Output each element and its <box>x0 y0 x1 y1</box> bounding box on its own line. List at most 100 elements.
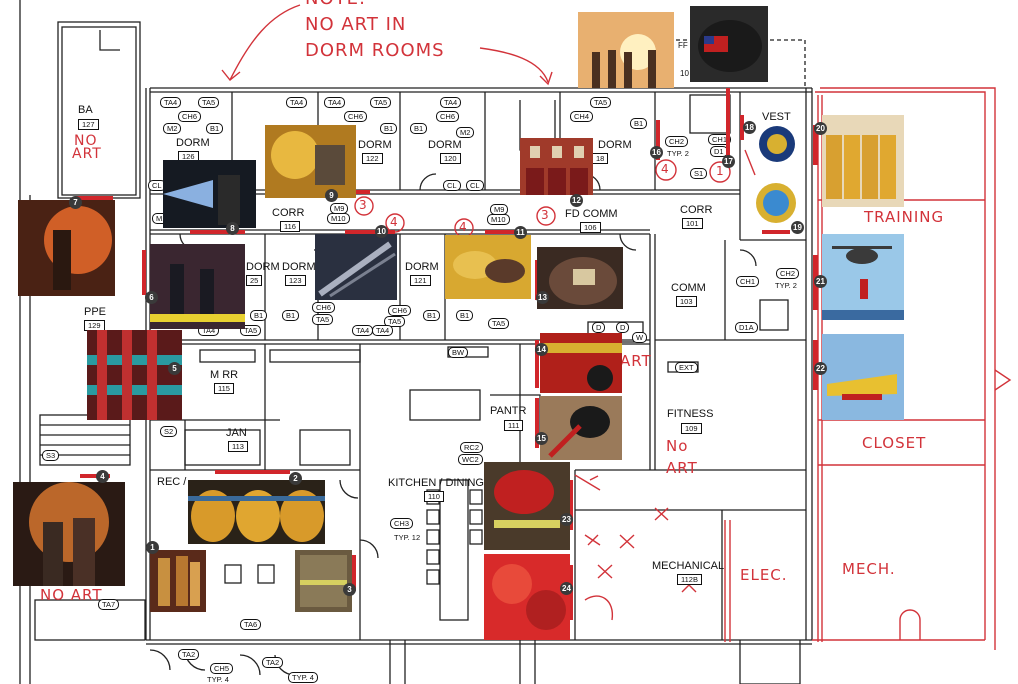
artwork-24-rolled-hoses[interactable] <box>484 554 570 640</box>
artwork-13-e23-helmet[interactable] <box>537 247 623 309</box>
art-placement-bar <box>75 196 113 200</box>
room-number-corr-116: 116 <box>280 221 300 232</box>
artwork-number-badge: 23 <box>560 513 573 526</box>
room-number-dorm-121: 121 <box>410 275 431 286</box>
tag-ch1: CH1 <box>736 276 760 287</box>
tag-ta4: TA4 <box>372 325 394 336</box>
tag-w: W <box>632 332 648 343</box>
artwork-4-firefighters-in-smoke[interactable] <box>13 482 125 586</box>
tag-d: D <box>592 322 606 333</box>
room-number-mechanical: 112B <box>677 574 702 585</box>
tag-typ4: TYP. 4 <box>207 675 229 684</box>
tag-m10: M10 <box>327 213 350 224</box>
artwork-12-brick-fire-station[interactable] <box>520 138 593 195</box>
room-number-mrr: 115 <box>214 383 234 394</box>
room-number-dorm-122: 122 <box>362 153 383 164</box>
tag-ta4: TA4 <box>160 97 182 108</box>
artwork-20-turnout-row[interactable] <box>822 115 904 207</box>
tag-d: D <box>616 322 630 333</box>
label-closet: CLOSET <box>862 434 927 452</box>
artwork-number-badge: 2 <box>289 472 302 485</box>
room-number-dorm-125: 25 <box>246 275 263 286</box>
room-number-jan: 113 <box>228 441 248 452</box>
art-placement-bar <box>726 88 730 163</box>
tag-ta4: TA4 <box>324 97 346 108</box>
artwork-6-firefighters-at-scene[interactable] <box>150 244 245 329</box>
artwork-2-yellow-helmets[interactable] <box>188 480 325 544</box>
artwork-number-badge: 20 <box>814 122 827 135</box>
artwork-7-firefighter-in-flames[interactable] <box>18 200 115 296</box>
artwork-1-brass-nozzle[interactable] <box>150 550 206 612</box>
artwork-22-water-bomber[interactable] <box>822 334 904 420</box>
circled-number: 4 <box>459 220 468 234</box>
artwork-number-badge: 9 <box>325 189 338 202</box>
tag-typ12: TYP. 12 <box>394 533 421 542</box>
tag-ch4: CH4 <box>570 111 594 122</box>
tag-ta2: TA2 <box>262 657 284 668</box>
artwork-9-hose-and-gloves[interactable] <box>265 125 356 198</box>
circled-number: 1 <box>716 164 725 178</box>
room-label-fitness: FITNESS <box>667 408 714 420</box>
artwork-23-red-helmet-and-gear[interactable] <box>484 462 570 550</box>
art-placement-bar <box>352 555 356 591</box>
label-training: TRAINING <box>864 208 945 226</box>
tag-b1: B1 <box>423 310 441 321</box>
artwork-21-helicopter-rescue[interactable] <box>822 234 904 320</box>
tag-b1: B1 <box>250 310 268 321</box>
tag-s2: S2 <box>160 426 178 437</box>
circled-number: 4 <box>661 162 670 176</box>
circled-number: 3 <box>541 208 550 222</box>
art-placement-bar <box>535 340 539 388</box>
tag-m2: M2 <box>163 123 182 134</box>
tag-b1: B1 <box>410 123 428 134</box>
tag-ta4: TA4 <box>286 97 308 108</box>
artwork-8-hose-spray[interactable] <box>163 160 256 228</box>
art-placement-bar <box>568 480 573 530</box>
tag-m2: M2 <box>456 127 475 138</box>
artwork-17-flag-helmet[interactable] <box>690 6 768 82</box>
artwork-16-crew-at-sunset[interactable] <box>578 12 674 88</box>
artwork-number-badge: 21 <box>814 275 827 288</box>
tag-ta5: TA5 <box>384 316 406 327</box>
tag-ta6: TA6 <box>240 619 262 630</box>
artwork-10-aerial-ladder[interactable] <box>315 234 397 300</box>
note-line2: DORM ROOMS <box>305 40 445 61</box>
tag-d1a: D1A <box>735 322 758 333</box>
room-number-dorm-18: 18 <box>592 153 609 164</box>
no-art-bottom: NO ART <box>40 586 103 604</box>
tag-ff: FF <box>678 41 688 50</box>
room-number-pantry: 111 <box>504 420 524 431</box>
artwork-19-badge-emblem[interactable] <box>752 180 800 226</box>
artwork-number-badge: 5 <box>168 362 181 375</box>
tag-ch2: CH2 <box>665 136 689 147</box>
tag-bw: BW <box>448 347 469 358</box>
room-label-ppe: PPE <box>84 306 107 318</box>
tag-ch6: CH6 <box>312 302 336 313</box>
room-label-dorm-18: DORM <box>598 139 632 151</box>
room-label-mrr: M RR <box>210 369 239 381</box>
room-label-rec: REC / <box>157 476 187 488</box>
art-placement-bar <box>656 120 660 160</box>
room-number-ba: 127 <box>78 119 99 130</box>
room-label-dorm-121: DORM <box>405 261 439 273</box>
artwork-number-badge: 8 <box>226 222 239 235</box>
room-label-vest: VEST <box>762 111 791 123</box>
tag-typ2: TYP. 2 <box>775 281 797 290</box>
tag-10: 10 <box>680 69 689 78</box>
artwork-15-helmet-and-axe[interactable] <box>540 396 622 460</box>
room-label-kitchen: KITCHEN / DINING <box>388 477 484 489</box>
artwork-14-engine-1[interactable] <box>540 333 622 393</box>
tag-typ4: TYP. 4 <box>288 672 318 683</box>
artwork-11-gloves-on-hose[interactable] <box>445 235 531 299</box>
artwork-number-badge: 16 <box>650 146 663 159</box>
tag-ch6: CH6 <box>344 111 368 122</box>
artwork-3-turnout-coat[interactable] <box>295 550 352 612</box>
artwork-5-hose-rack[interactable] <box>87 330 182 420</box>
room-label-dorm-126: DORM <box>176 137 210 149</box>
artwork-18-department-patch[interactable] <box>755 122 799 168</box>
artwork-number-badge: 1 <box>146 541 159 554</box>
artwork-number-badge: 18 <box>743 121 756 134</box>
tag-ta5: TA5 <box>240 325 262 336</box>
circled-number: 4 <box>390 215 399 229</box>
room-label-dorm-120: DORM <box>428 139 462 151</box>
